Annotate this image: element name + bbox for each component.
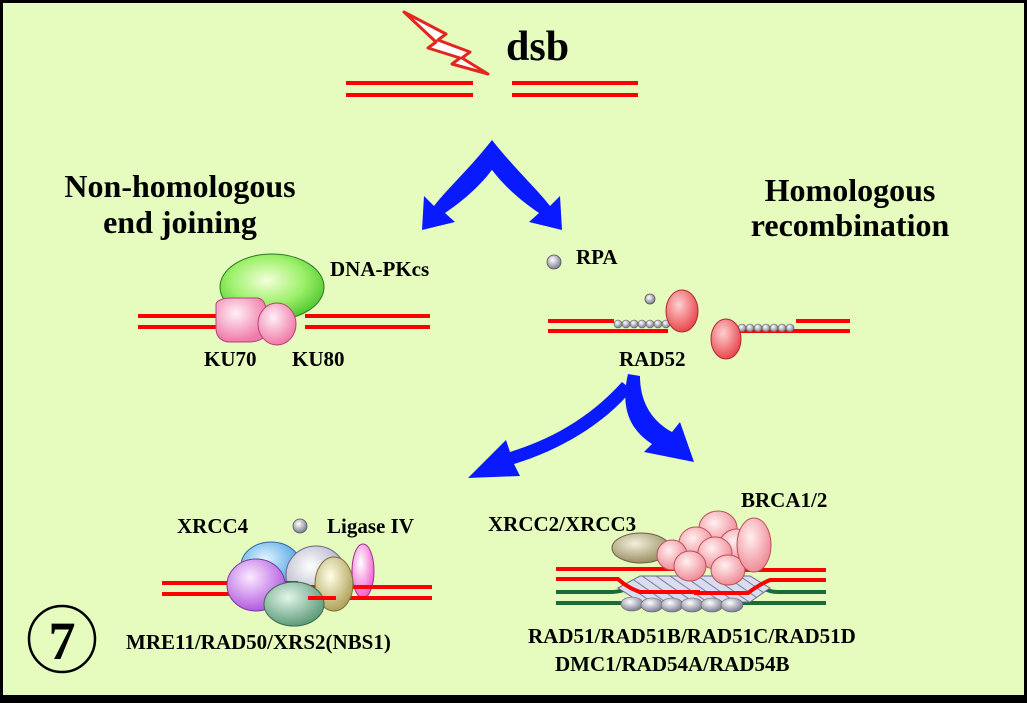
hr-heading-line1: Homologous [765, 172, 936, 208]
lightning-bolt-icon [402, 10, 490, 76]
slide-number-circle [27, 604, 97, 674]
rad52-protein-lower [710, 318, 742, 360]
slide-number: 7 [49, 611, 76, 671]
nhej-dna [138, 314, 430, 329]
nhej-heading-line2: end joining [103, 204, 257, 240]
ku80-protein [257, 302, 297, 346]
ligase-iv-protein [351, 543, 375, 599]
nhej-heading-line1: Non-homologous [64, 168, 295, 204]
label-xrcc4: XRCC4 [177, 514, 249, 538]
label-mre11-complex: MRE11/RAD50/XRS2(NBS1) [126, 630, 391, 654]
rpa-bead-free [546, 254, 562, 270]
ligase-iv-bead [292, 518, 308, 534]
curved-arrow-to-nhej-icon [468, 382, 632, 478]
label-ku70: KU70 [204, 347, 257, 371]
label-rad51-family: RAD51/RAD51B/RAD51C/RAD51D [528, 624, 856, 648]
rad52-protein-upper [665, 289, 699, 333]
label-brca: BRCA1/2 [741, 488, 827, 512]
brca-protein-large [736, 517, 772, 573]
label-ligase-iv: Ligase IV [327, 514, 414, 538]
label-ku80: KU80 [292, 347, 345, 371]
hr-heading-line2: recombination [751, 207, 950, 243]
rad51-beads [620, 596, 744, 613]
slide-background [3, 3, 1024, 695]
nbs1-protein [263, 581, 325, 627]
label-dmc1-rad54: DMC1/RAD54A/RAD54B [555, 652, 790, 676]
rpa-bead-near [644, 293, 656, 305]
label-xrcc2-xrcc3: XRCC2/XRCC3 [488, 512, 636, 536]
label-dna-pkcs: DNA-PKcs [330, 257, 429, 281]
split-arrow-icon [422, 140, 562, 230]
label-rad52: RAD52 [619, 347, 686, 371]
title-dsb: dsb [506, 24, 569, 70]
broken-dna [346, 81, 638, 97]
rpa-coated-ssdna-left [613, 319, 671, 329]
rpa-coated-ssdna-right [737, 323, 795, 333]
label-rpa: RPA [576, 245, 618, 269]
brca-protein-cluster [656, 510, 756, 586]
curved-arrow-to-hr-icon [625, 374, 694, 462]
